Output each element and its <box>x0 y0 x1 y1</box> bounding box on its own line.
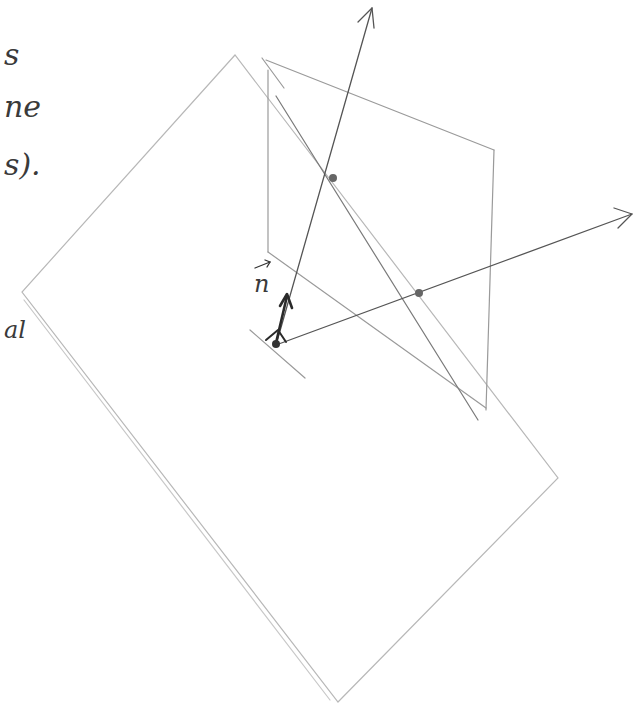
intersection-point <box>329 174 337 182</box>
arrow-head <box>280 294 292 308</box>
intersection-line <box>276 96 478 420</box>
vector-bar-head <box>265 260 270 267</box>
vector-label: n <box>254 272 269 296</box>
rect-left-edge <box>267 70 268 252</box>
plane-edge-stroke <box>24 300 330 700</box>
arrow-head <box>358 8 374 28</box>
cut-off-note: s <box>4 40 19 70</box>
ray <box>276 214 632 345</box>
intersection-point <box>415 289 423 297</box>
ray <box>276 8 372 345</box>
arrow-head <box>614 208 632 228</box>
cut-off-note: al <box>4 318 26 342</box>
rect-right-edge <box>486 150 494 410</box>
rect-bottom-edge <box>268 252 486 408</box>
origin-point <box>272 340 280 348</box>
cut-off-note: ne <box>4 92 41 122</box>
cut-off-note: s). <box>4 150 41 180</box>
rect-top-edge <box>266 60 494 150</box>
rect-corner-stroke <box>262 58 284 88</box>
ground-plane <box>22 55 558 702</box>
